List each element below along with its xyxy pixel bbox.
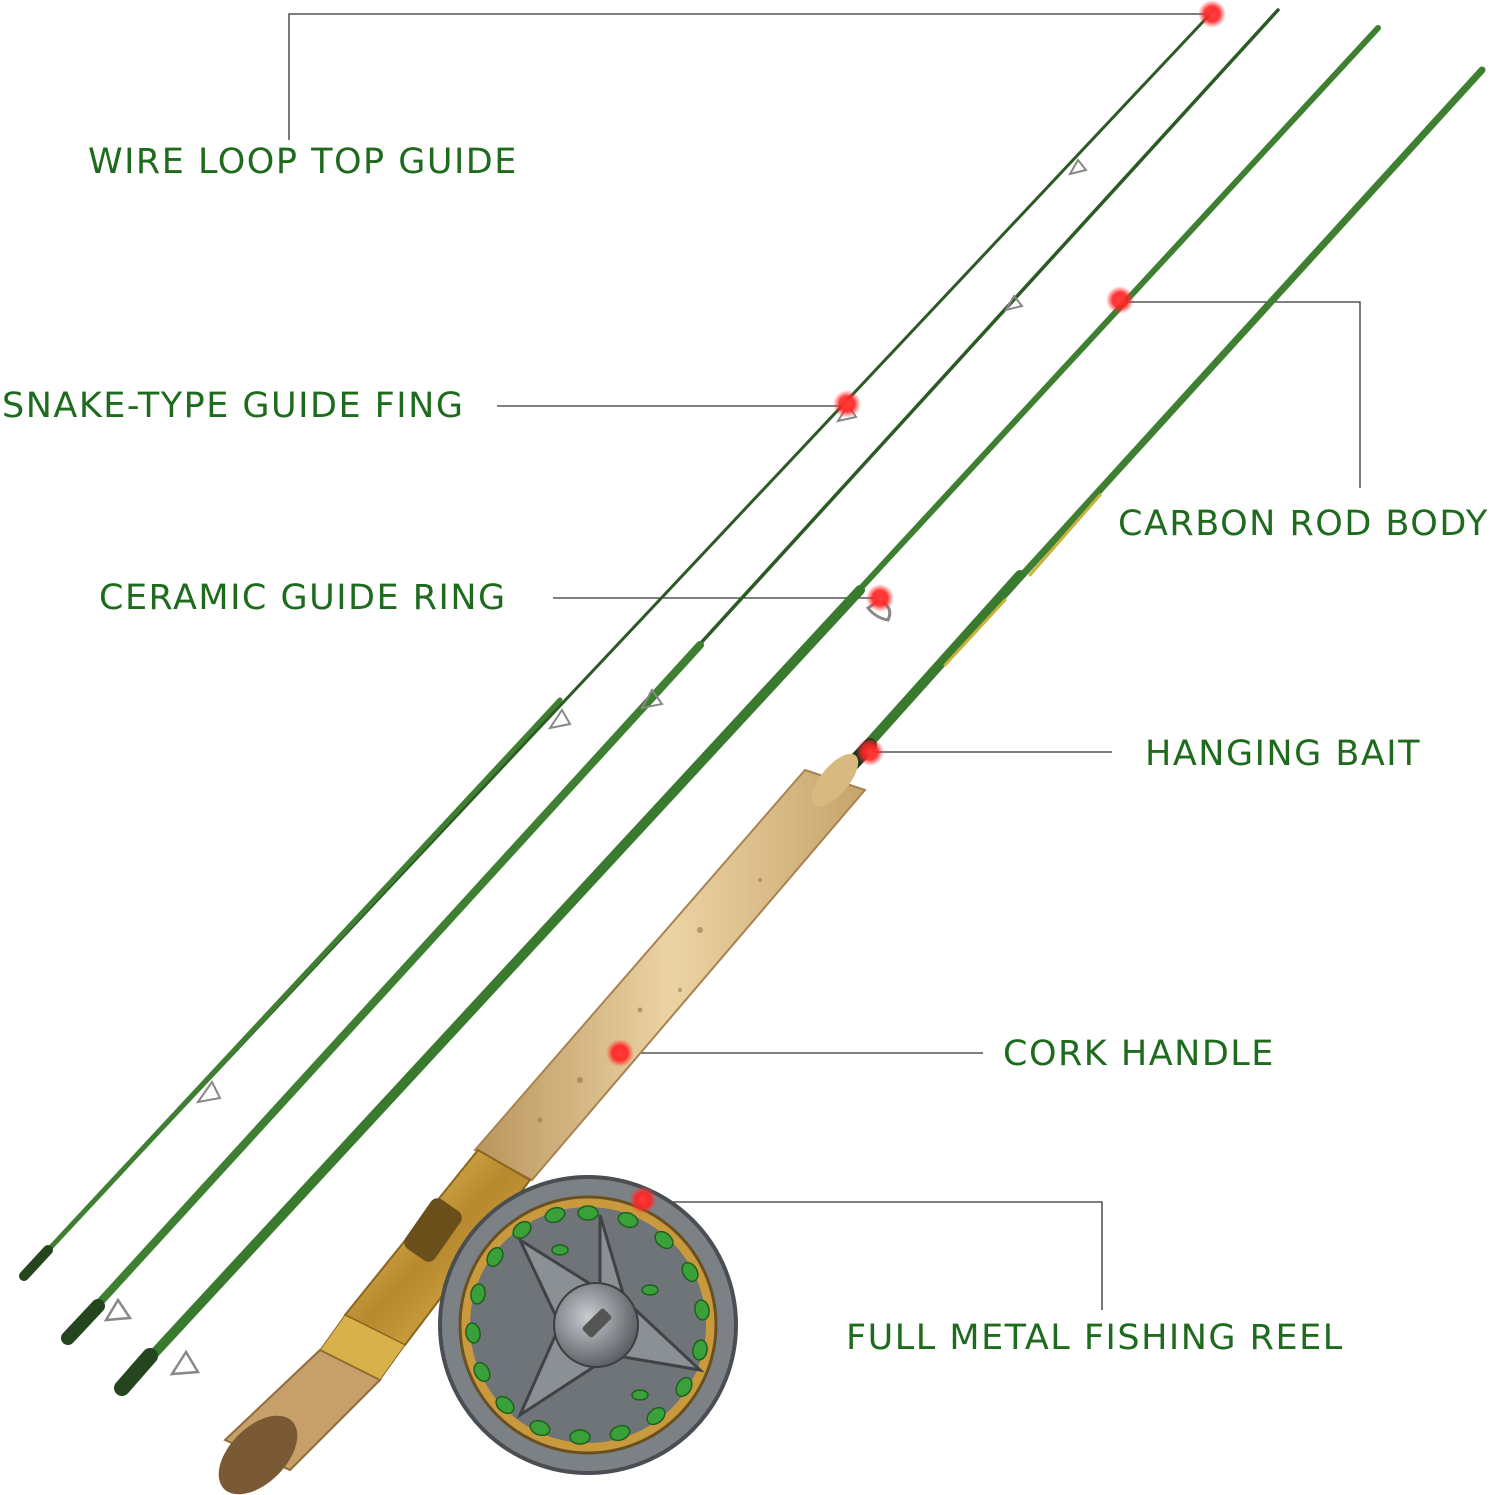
leader-wire-loop <box>288 13 1210 140</box>
label-hanging-bait: HANGING BAIT <box>1145 734 1421 774</box>
rod-section-butt <box>835 66 1486 782</box>
butt-cork <box>218 1348 382 1495</box>
rod-section-3 <box>114 25 1381 1396</box>
label-wire-loop-top-guide: WIRE LOOP TOP GUIDE <box>88 142 518 182</box>
label-cork-handle: CORK HANDLE <box>1003 1034 1275 1074</box>
markers <box>606 0 1226 1214</box>
label-ceramic-guide-ring: CERAMIC GUIDE RING <box>99 578 507 618</box>
red-dot-marker-ceramic-ring <box>866 584 894 612</box>
reel-seat <box>319 1148 532 1381</box>
label-snake-type-guide-fing: SNAKE-TYPE GUIDE FING <box>2 386 465 426</box>
red-dot-marker-hanging-bait <box>856 738 884 766</box>
leader-lines <box>288 13 1361 1310</box>
label-carbon-rod-body: CARBON ROD BODY <box>1118 504 1489 544</box>
leader-reel <box>643 1201 1103 1310</box>
red-dot-marker-reel <box>629 1186 657 1214</box>
red-dot-marker-snake-guide <box>833 390 861 418</box>
leader-carbon-body <box>1120 301 1361 488</box>
rod-section-2 <box>61 8 1280 1345</box>
rod-section-tip <box>19 8 1216 1281</box>
label-full-metal-fishing-reel: FULL METAL FISHING REEL <box>846 1318 1344 1358</box>
fly-reel-icon <box>438 1175 738 1475</box>
cork-handle <box>473 753 867 1182</box>
red-dot-marker-carbon-body <box>1106 286 1134 314</box>
red-dot-marker-cork-handle <box>606 1039 634 1067</box>
red-dot-marker-wire-loop <box>1198 0 1226 28</box>
